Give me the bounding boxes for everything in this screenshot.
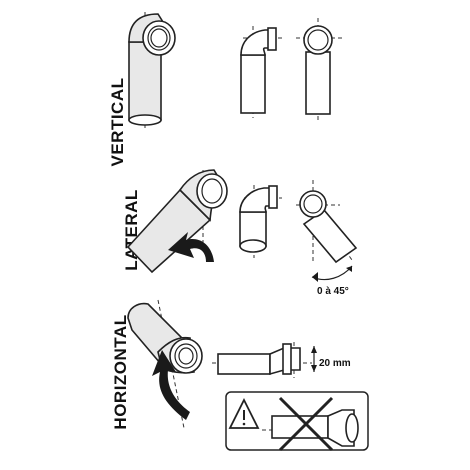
forbidden-cross-icon — [278, 396, 334, 452]
angle-indicator: 0 à 45° — [311, 265, 353, 297]
vertical-label: VERTICAL — [108, 78, 127, 167]
vertical-section: VERTICAL — [108, 12, 342, 167]
offset-label: 20 mm — [319, 358, 351, 369]
lateral-pipe-3d — [126, 169, 228, 274]
angle-label: 0 à 45° — [317, 286, 349, 297]
forbidden-installation-box — [225, 391, 369, 452]
warning-triangle-icon — [228, 397, 260, 429]
horizontal-pipe-side-view — [212, 342, 312, 378]
horizontal-section: HORIZONTAL 20 mm — [111, 299, 369, 452]
horizontal-curved-arrow-icon — [152, 350, 190, 420]
vertical-pipe-3d — [128, 12, 176, 128]
horizontal-pipe-3d — [127, 299, 203, 429]
offset-dimension: 20 mm — [311, 346, 351, 372]
horizontal-label: HORIZONTAL — [111, 314, 130, 429]
vertical-pipe-side-view — [240, 26, 285, 118]
lateral-curved-arrow-icon — [168, 232, 214, 262]
lateral-pipe-front-view — [296, 180, 358, 264]
vertical-pipe-front-view — [296, 18, 342, 120]
lateral-section: LATERAL — [122, 169, 358, 297]
lateral-pipe-side-view — [239, 185, 282, 258]
